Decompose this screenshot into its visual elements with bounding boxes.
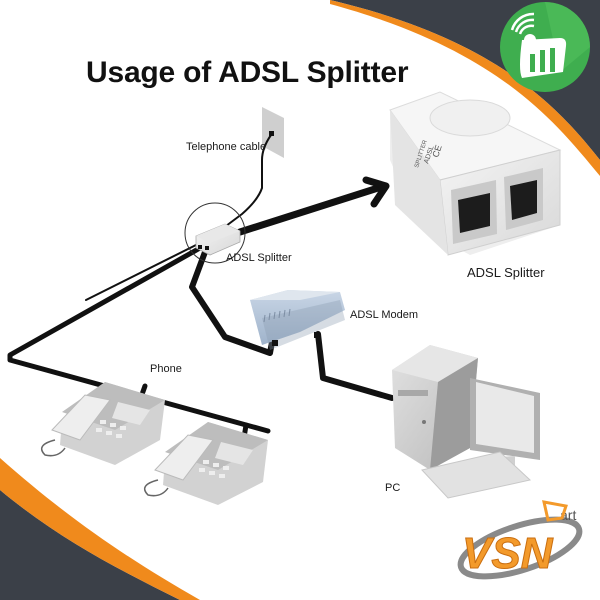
cables (7, 134, 395, 441)
label-telephone-cable: Telephone cable (186, 141, 267, 153)
label-adsl-modem: ADSL Modem (350, 309, 419, 321)
label-adsl-splitter-large: ADSL Splitter (467, 265, 545, 280)
pc-computer (392, 345, 540, 499)
page-title: Usage of ADSL Splitter (86, 56, 409, 89)
label-phone: Phone (150, 363, 182, 375)
telephone-2 (143, 422, 268, 505)
adsl-splitter-large: SPLITTER ADSL CE (389, 91, 562, 256)
logo-text: VSN (462, 529, 554, 578)
adsl-modem (250, 290, 345, 350)
bottom-left-band (0, 458, 200, 600)
ce-mark: CE (430, 144, 443, 159)
wifi-badge-icon (500, 2, 590, 92)
label-pc: PC (385, 482, 401, 494)
cart-icon (542, 500, 568, 522)
wall-socket (262, 107, 284, 158)
vsn-mart-logo: VSN art (457, 500, 583, 580)
adsl-splitter-small (184, 202, 246, 264)
telephone-1 (40, 382, 165, 465)
label-adsl-splitter-small: ADSL Splitter (226, 252, 292, 264)
